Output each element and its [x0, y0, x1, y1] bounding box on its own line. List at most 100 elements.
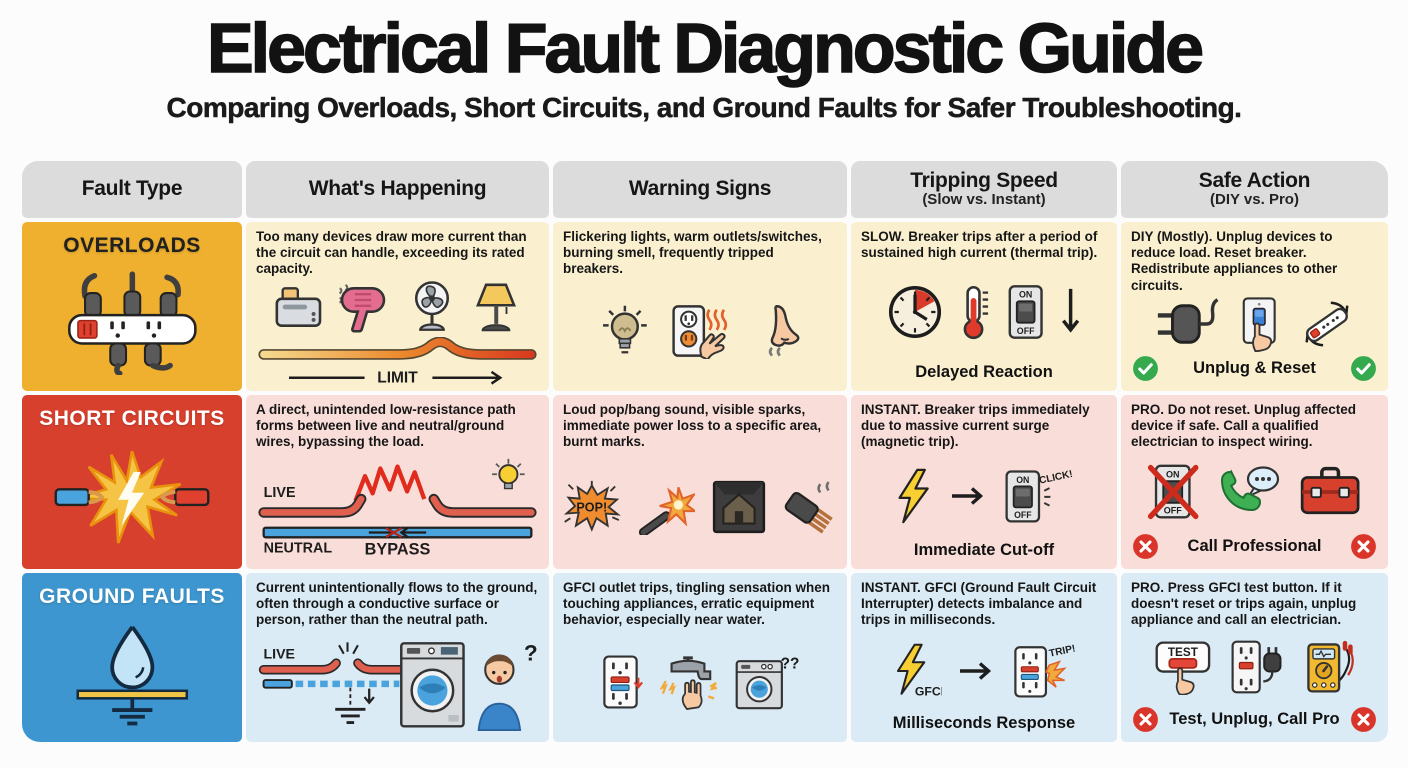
phone-call-icon: [1216, 464, 1282, 520]
fault-comparison-table: Fault Type What's Happening Warning Sign…: [22, 161, 1388, 742]
live-wire-left: [260, 495, 365, 516]
action-icon-row: [1131, 296, 1378, 353]
thermometer-icon: [959, 284, 991, 340]
confused-person-icon: [477, 654, 522, 732]
appliance-icon-row: [256, 279, 539, 335]
desc-text: A direct, unintended low-resistance path…: [256, 402, 516, 450]
hair-dryer-icon: [335, 279, 396, 335]
arrow-right-icon: [950, 485, 988, 507]
bulb-icon: [492, 458, 525, 490]
header-label: What's Happening: [308, 177, 487, 201]
live-wire-right: [354, 660, 404, 674]
toolbox-icon: [1298, 464, 1362, 520]
desc-text: Flickering lights, warm outlets/switches…: [563, 229, 822, 277]
fault-ground-icon: [61, 622, 204, 726]
neutral-wire: [262, 679, 293, 689]
warning-icon-row: POP!: [563, 479, 837, 535]
nose-smell-icon: [753, 303, 802, 359]
live-label: LIVE: [264, 485, 296, 501]
fault-overloads-icon: [63, 270, 202, 375]
dark-house-icon: [711, 479, 767, 535]
faucet-hand-icon: [659, 654, 718, 711]
fault-type-label: GROUND FAULTS: [39, 585, 225, 608]
cell-overloads-tripping: SLOW. Breaker trips after a period of su…: [851, 222, 1117, 391]
action-caption: Test, Unplug, Call Pro: [1169, 710, 1340, 728]
desc-text: Do not reset. Unplug affected device if …: [1131, 402, 1357, 450]
page-header: Electrical Fault Diagnostic Guide Compar…: [0, 0, 1408, 124]
fault-type-label: OVERLOADS: [63, 234, 201, 257]
fault-scribble-icon: [385, 527, 402, 538]
desc-text: Unplug devices to reduce load. Reset bre…: [1131, 229, 1338, 293]
power-strip-rotate-icon: [1298, 296, 1356, 352]
plug-icon: [1153, 296, 1221, 352]
desc-lead: PRO.: [1131, 580, 1165, 595]
bolt-gfci-icon: GFCI: [891, 643, 942, 699]
washer-question-icon: ??: [734, 654, 799, 710]
desc-lead: PRO.: [1131, 402, 1165, 417]
live-wire-right: [430, 495, 535, 516]
desc-text: Loud pop/bang sound, visible sparks, imm…: [563, 402, 822, 450]
cross-circle-icon: [1350, 706, 1377, 733]
desc-text: Breaker trips after a period of sustaine…: [861, 229, 1098, 261]
fault-short-icon: [54, 446, 210, 550]
tripping-caption: Delayed Reaction: [915, 363, 1053, 381]
cell-short-circuits-happening: A direct, unintended low-resistance path…: [246, 395, 549, 569]
droplet-ground-art: [61, 613, 204, 742]
limit-arrow-icon: [432, 370, 503, 385]
multimeter-icon: [1303, 639, 1355, 695]
reset-breaker-finger-icon: [1237, 296, 1281, 353]
warning-icon-row: [563, 303, 837, 360]
outlet-plug-icon: [1229, 639, 1287, 695]
spark-zigzag-icon: [353, 464, 427, 502]
svg-text:??: ??: [780, 656, 798, 673]
cell-ground-faults-warning: GFCI outlet trips, tingling sensation wh…: [553, 573, 847, 742]
cell-short-circuits-fault-type: SHORT CIRCUITS: [22, 395, 242, 569]
cell-overloads-warning: Flickering lights, warm outlets/switches…: [553, 222, 847, 391]
spark-stick-icon: [638, 479, 695, 535]
cell-overloads-happening: Too many devices draw more current than …: [246, 222, 549, 391]
svg-text:ON: ON: [1166, 469, 1180, 479]
svg-text:ON: ON: [1019, 290, 1032, 300]
cross-circle-icon: [1132, 533, 1159, 560]
header-whats-happening: What's Happening: [246, 161, 549, 218]
header-label: Tripping Speed: [910, 169, 1058, 193]
ground-fault-diagram: LIVE: [256, 632, 539, 732]
short-circuit-diagram: LIVE NEUTRAL BYPASS: [256, 457, 539, 556]
down-arrow-icon: [1060, 284, 1081, 340]
question-mark-label: ?: [524, 641, 538, 666]
desc-lead: INSTANT.: [861, 402, 921, 417]
sparking-wires-art: [54, 435, 210, 569]
action-caption: Call Professional: [1187, 537, 1322, 555]
tripping-caption: Immediate Cut-off: [913, 541, 1055, 559]
cross-circle-icon: [1132, 706, 1159, 733]
desc-lead: SLOW.: [861, 229, 905, 244]
header-safe-action: Safe Action (DIY vs. Pro): [1121, 161, 1388, 218]
lamp-icon: [468, 279, 524, 335]
warm-outlet-hand-icon: [668, 303, 737, 360]
break-spark-icon: [338, 642, 359, 655]
bypass-label: BYPASS: [365, 541, 431, 557]
page-title: Electrical Fault Diagnostic Guide: [206, 9, 1205, 87]
fault-type-label: SHORT CIRCUITS: [39, 407, 225, 430]
limit-label: LIMIT: [377, 369, 418, 385]
gfci-outlet-icon: [601, 654, 644, 710]
action-caption: Unplug & Reset: [1193, 359, 1316, 377]
desc-text: GFCI (Ground Fault Circuit Interrupter) …: [861, 580, 1097, 628]
cell-ground-faults-action: PRO. Press GFCI test button. If it doesn…: [1121, 573, 1388, 742]
test-finger-icon: TEST: [1154, 639, 1214, 696]
header-tripping-speed: Tripping Speed (Slow vs. Instant): [851, 161, 1117, 218]
washing-machine-icon: [400, 642, 465, 728]
header-warning-signs: Warning Signs: [553, 161, 847, 218]
desc-text: Press GFCI test button. If it doesn't re…: [1131, 580, 1357, 628]
cell-overloads-fault-type: OVERLOADS: [22, 222, 242, 391]
svg-text:TEST: TEST: [1168, 646, 1199, 659]
pop-burst-icon: POP!: [561, 479, 623, 535]
page-subtitle: Comparing Overloads, Short Circuits, and…: [166, 91, 1242, 123]
cell-ground-faults-happening: Current unintentionally flows to the gro…: [246, 573, 549, 742]
